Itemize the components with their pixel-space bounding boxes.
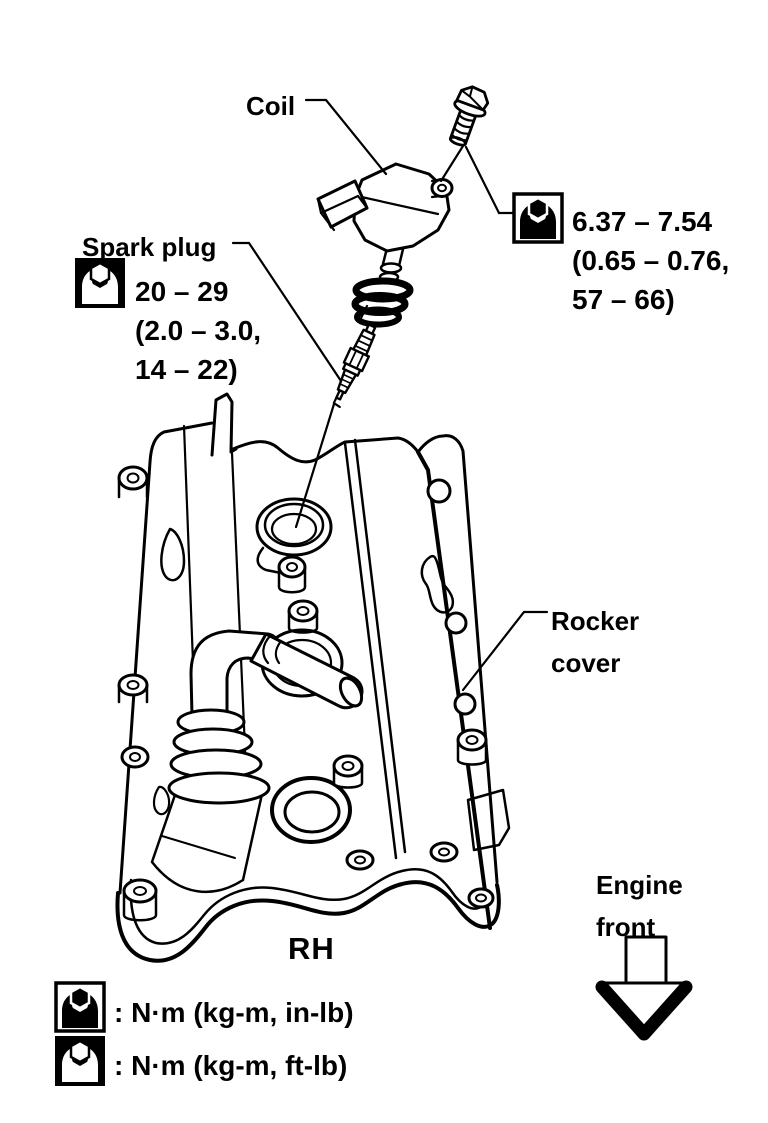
plug-axis-lower-line <box>294 402 336 529</box>
coil-drawing <box>316 162 454 328</box>
torque-wrench-ftlb-icon <box>74 257 126 309</box>
torque-line: 14 – 22) <box>135 354 238 385</box>
engine-front-label-line2: front <box>596 912 656 942</box>
plug-axis-upper-line <box>357 304 369 324</box>
torque-wrench-inlb-icon <box>54 981 106 1033</box>
torque-line: (0.65 – 0.76, <box>572 245 730 276</box>
rocker-cover-label: Rocker cover <box>551 600 639 684</box>
torque-wrench-inlb-icon <box>512 192 564 244</box>
rocker-cover-label-line1: Rocker <box>551 606 640 636</box>
bolt-torque-leader-line <box>464 145 515 215</box>
oil-filler-drawing <box>270 754 364 844</box>
torque-line: 20 – 29 <box>135 276 229 307</box>
coil-label: Coil <box>246 91 296 121</box>
rocker-cover-label-line2: cover <box>551 648 621 678</box>
coil-bolt-torque-spec: 6.37 – 7.54 (0.65 – 0.76, 57 – 66) <box>572 202 729 319</box>
spark-plug-leader-line <box>231 241 343 383</box>
torque-line: 57 – 66) <box>572 284 675 315</box>
bolt-drawing <box>448 85 490 147</box>
torque-line: (2.0 – 3.0, <box>135 315 262 346</box>
engine-front-label-line1: Engine <box>596 870 683 900</box>
leader-lines <box>231 98 549 692</box>
engine-front-arrow-icon <box>595 935 693 1041</box>
torque-line: 6.37 – 7.54 <box>572 206 713 237</box>
legend-ftlb-text: : N·m (kg-m, ft-lb) <box>114 1050 348 1081</box>
torque-wrench-ftlb-icon <box>54 1035 106 1087</box>
spark-plug-label: Spark plug <box>82 232 217 262</box>
legend-inlb-text: : N·m (kg-m, in-lb) <box>114 997 354 1028</box>
bolt-axis-line <box>439 144 465 183</box>
coil-leader-line <box>304 98 388 176</box>
engine-front-label: Engine front <box>596 864 683 948</box>
spark-plug-torque-spec: 20 – 29 (2.0 – 3.0, 14 – 22) <box>135 272 261 389</box>
spark-plug-drawing <box>332 323 377 409</box>
breather-elbow-drawing <box>167 628 364 805</box>
rocker-cover-leader-line <box>461 610 549 692</box>
position-label-rh: RH <box>288 931 335 966</box>
